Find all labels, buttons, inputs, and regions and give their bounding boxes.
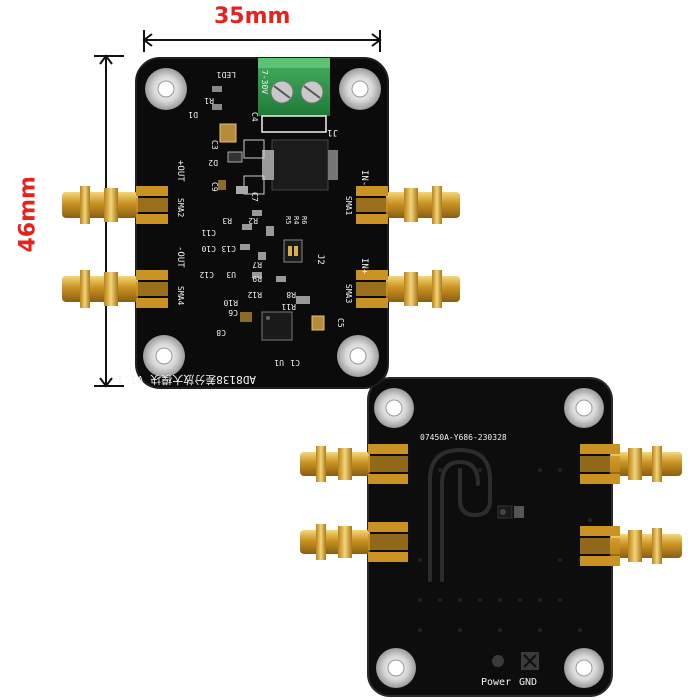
c7-label: C7 — [250, 192, 259, 202]
width-dimension-label: 35mm — [214, 4, 291, 29]
r5-label: R5 — [284, 216, 292, 224]
c8-label: C8 — [216, 328, 226, 337]
j1-label: J1 — [327, 127, 338, 137]
bottom-sma-right-lower — [580, 526, 682, 566]
sma1-name-label: SMA1 — [344, 196, 353, 215]
c1-label: C1 — [290, 358, 300, 367]
c13-label: C13 — [221, 244, 236, 253]
c3-label: C3 — [210, 140, 219, 150]
voltage-regulator — [243, 139, 338, 195]
r9-label: R9 — [252, 274, 262, 283]
c11-label: C11 — [201, 228, 216, 237]
c6-label: C6 — [228, 308, 238, 317]
u3-label: U3 — [226, 270, 236, 279]
r4-label: R4 — [292, 216, 300, 224]
top-sma-in-minus — [356, 186, 460, 224]
via-dots — [418, 468, 592, 632]
bottom-sma-right-upper — [580, 444, 682, 484]
top-sma-out-plus — [62, 186, 168, 224]
power-label: Power — [481, 677, 511, 688]
board-title: AD8138差分放大模块 V1.1 — [117, 373, 256, 387]
c5-label: C5 — [336, 318, 345, 328]
bottom-sma-left-lower — [300, 522, 408, 562]
r6-label: R6 — [300, 216, 308, 224]
d2-label: D2 — [208, 158, 218, 167]
top-sma-out-minus — [62, 270, 168, 308]
supply-label: 7-30V — [260, 70, 269, 94]
r3-label: R3 — [222, 216, 232, 225]
gnd-label: GND — [519, 677, 537, 688]
c10-label: C10 — [201, 244, 216, 253]
sma2-signal-label: +OUT — [175, 160, 185, 182]
r2-label: R2 — [248, 216, 258, 225]
bottom-board: 07450A-Y686-230328 Power GND — [300, 377, 682, 697]
led-label: LED1 — [217, 70, 236, 79]
bottom-mounting-holes — [374, 388, 604, 688]
r12-label: R12 — [247, 290, 262, 299]
r8-label: R8 — [286, 290, 296, 299]
sma3-signal-label: IN+ — [359, 258, 369, 275]
terminal-block — [258, 58, 330, 133]
c9-label: C9 — [210, 182, 219, 192]
sma4-name-label: SMA4 — [176, 286, 185, 305]
bottom-sma-left-upper — [300, 444, 408, 484]
d1-label: D1 — [188, 110, 198, 119]
sma2-name-label: SMA2 — [176, 198, 185, 217]
sma4-signal-label: -OUT — [175, 246, 185, 268]
sma3-name-label: SMA3 — [344, 284, 353, 303]
c12-label: C12 — [199, 270, 214, 279]
r1-label: R1 — [204, 96, 214, 105]
sma1-signal-label: IN- — [359, 170, 369, 186]
u1-label: U1 — [274, 358, 284, 367]
smd-components — [212, 86, 325, 341]
r10-label: R10 — [223, 298, 238, 307]
part-code-text: 07450A-Y686-230328 — [420, 433, 507, 442]
top-mounting-holes — [143, 68, 381, 377]
top-sma-in-plus — [356, 270, 460, 308]
r11-label: R11 — [281, 302, 296, 311]
j2-label: J2 — [315, 254, 325, 265]
silkscreen: AD8138差分放大模块 V1.1 7-30V LED1 R1 D1 C4 C3… — [117, 70, 369, 387]
logo-trace — [428, 447, 492, 582]
c4-label: C4 — [250, 112, 259, 122]
top-board: AD8138差分放大模块 V1.1 7-30V LED1 R1 D1 C4 C3… — [62, 57, 460, 389]
r7-label: R7 — [252, 260, 262, 269]
